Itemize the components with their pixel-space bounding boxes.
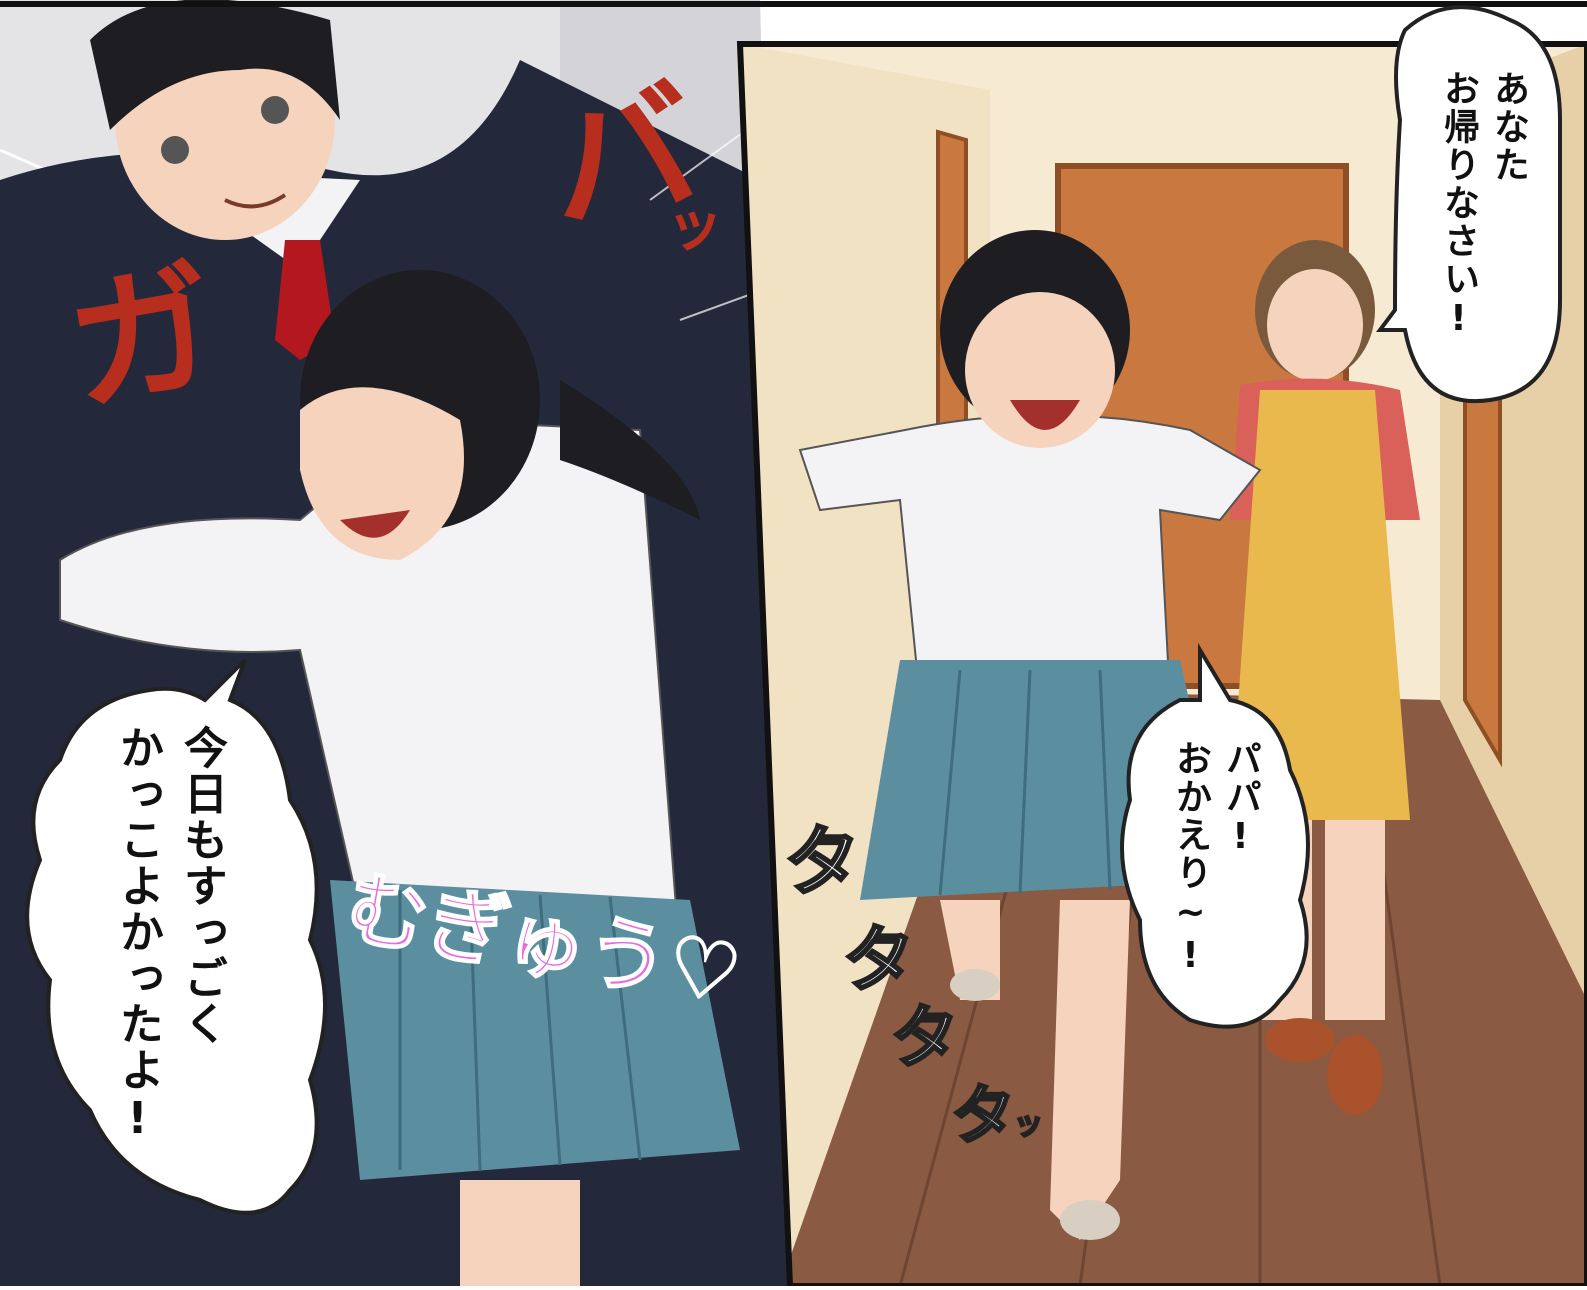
mother-line-2: お帰りなさい! <box>1438 70 1479 341</box>
sfx-ta-1: タ <box>770 819 863 900</box>
sfx-ta-3: タ <box>878 999 963 1072</box>
speech-bubble-left: 今日もすっごく かっこよかったよ! <box>105 725 233 1185</box>
mother-line-1: あなた <box>1488 70 1529 184</box>
sfx-ta-tail: ッ <box>1003 1109 1043 1143</box>
speech-bubble-daughter: パパ! おかえり~! <box>1165 740 1265 1020</box>
daughter-line-1: パパ! <box>1220 740 1261 859</box>
daughter-line-2: おかえり~! <box>1170 740 1211 978</box>
sfx-ta-2: タ <box>829 919 918 996</box>
sfx-tata-group: タ タ タ タ ッ <box>760 819 1060 1180</box>
sfx-ta-4: タ <box>939 1079 1019 1148</box>
speech-bubble-shape-mother <box>1376 5 1562 404</box>
sfx-tsu: ッ <box>648 200 718 260</box>
speech-bubble-shape-daughter <box>1120 642 1310 1029</box>
speech-line-2: かっこよかったよ! <box>112 725 163 1146</box>
speech-bubble-shape-left <box>25 658 327 1215</box>
speech-line-1: 今日もすっごく <box>176 725 227 1047</box>
speech-bubble-mother: あなた お帰りなさい! <box>1433 70 1533 390</box>
